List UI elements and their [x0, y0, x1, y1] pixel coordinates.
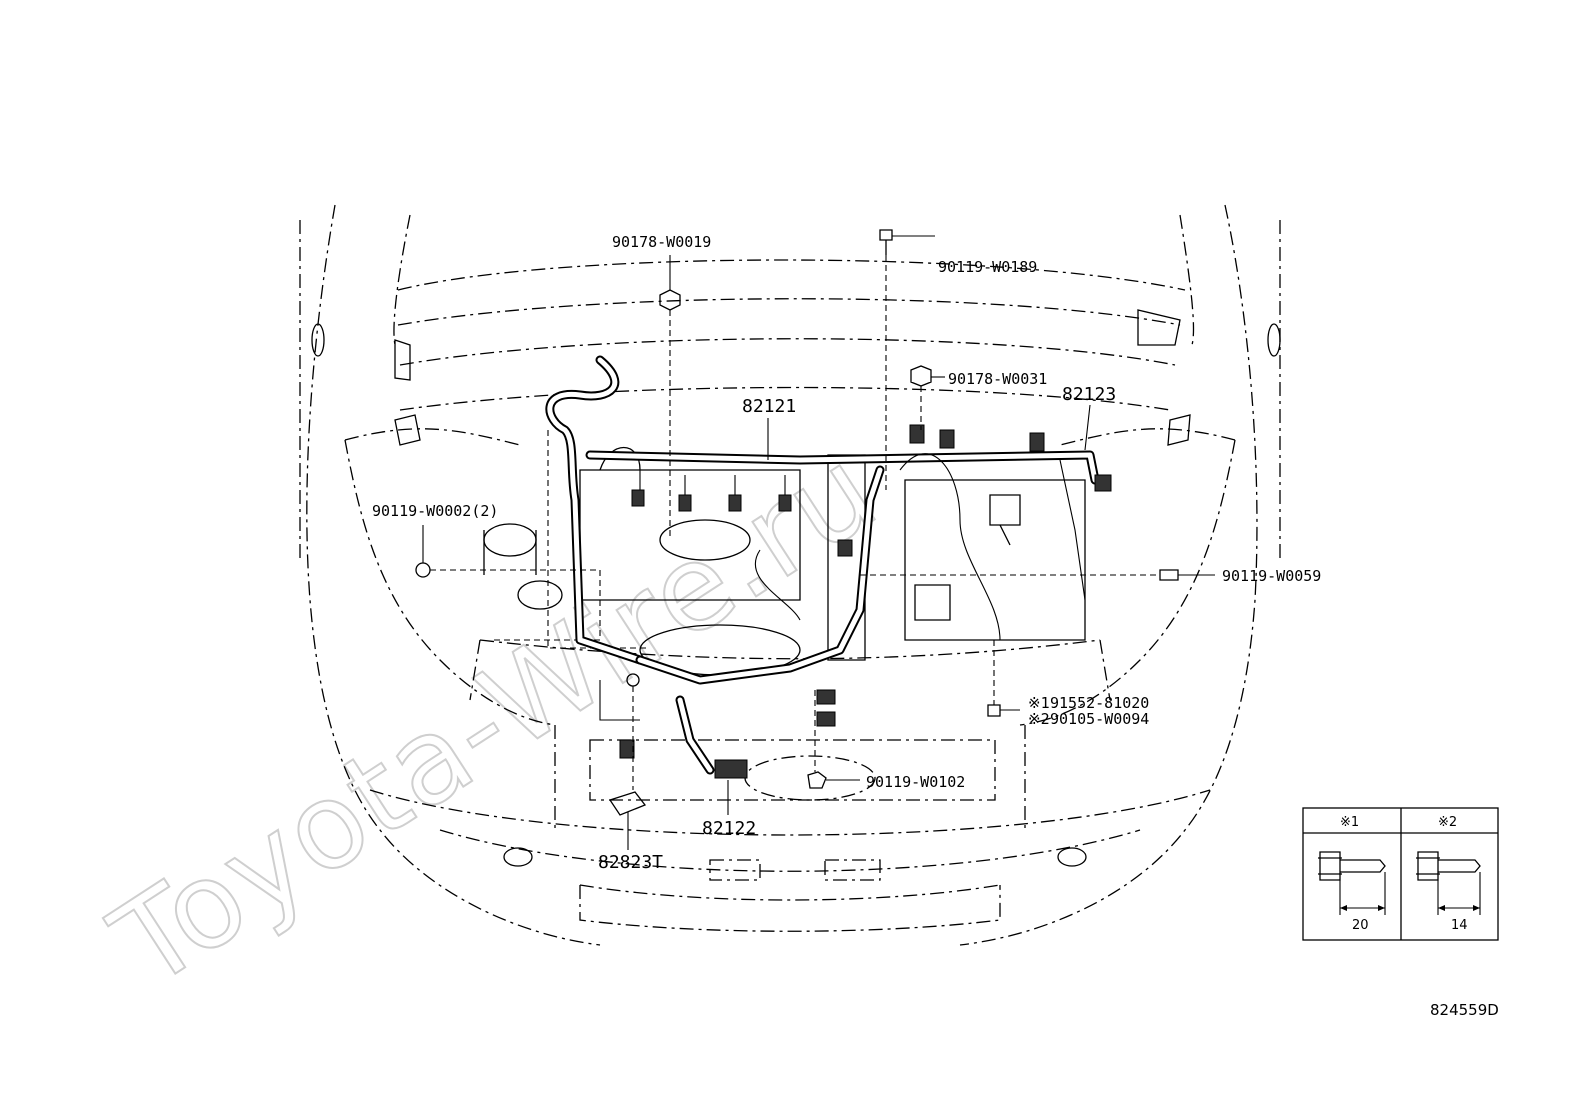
- part-label-82823T: 82823T: [598, 852, 663, 873]
- part-label-90105-W0094: 90105-W0094: [1050, 710, 1149, 728]
- nut-icon: [659, 289, 681, 311]
- part-label-90178-W0031: 90178-W0031: [948, 370, 1047, 388]
- nut-icon: [415, 562, 431, 578]
- bolt-icon: [879, 229, 893, 255]
- diagram-code: 824559D: [1430, 1001, 1499, 1019]
- part-label-82121: 82121: [742, 396, 796, 417]
- bolt-1-icon: [1318, 851, 1386, 915]
- bolt-icon: [1159, 569, 1179, 581]
- note-mark-2: ※2: [1028, 710, 1050, 728]
- wire-harness: [545, 355, 1100, 775]
- legend-length-2: 14: [1451, 918, 1468, 933]
- bolt-icon: [987, 704, 1001, 717]
- part-label-90119-W0059: 90119-W0059: [1222, 567, 1321, 585]
- part-label-90119-W0102: 90119-W0102: [866, 773, 965, 791]
- nut-icon: [910, 365, 932, 387]
- bolt-legend-table: ※1 ※2 20 14: [1302, 807, 1499, 941]
- part-label-90178-W0019: 90178-W0019: [612, 233, 711, 251]
- part-labels: 90178-W0019 90119-W0189 90178-W0031 8212…: [372, 233, 1321, 873]
- part-label-82123: 82123: [1062, 384, 1116, 405]
- legend-length-1: 20: [1352, 918, 1369, 933]
- legend-header-2: ※2: [1438, 815, 1457, 830]
- bolt-2-icon: [1416, 851, 1481, 915]
- part-label-90119-W0189: 90119-W0189: [938, 258, 1037, 276]
- note-mark-1: ※1: [1028, 694, 1050, 712]
- leader-lines: [422, 235, 1215, 850]
- part-label-91552-81020: 91552-81020: [1050, 694, 1149, 712]
- bolt-icon: [807, 771, 827, 789]
- connectors: [608, 424, 1112, 816]
- legend-header-1: ※1: [1340, 815, 1359, 830]
- vehicle-body-outline: [299, 204, 1281, 946]
- part-label-82122: 82122: [702, 818, 756, 839]
- part-label-90119-W0002: 90119-W0002(2): [372, 502, 498, 520]
